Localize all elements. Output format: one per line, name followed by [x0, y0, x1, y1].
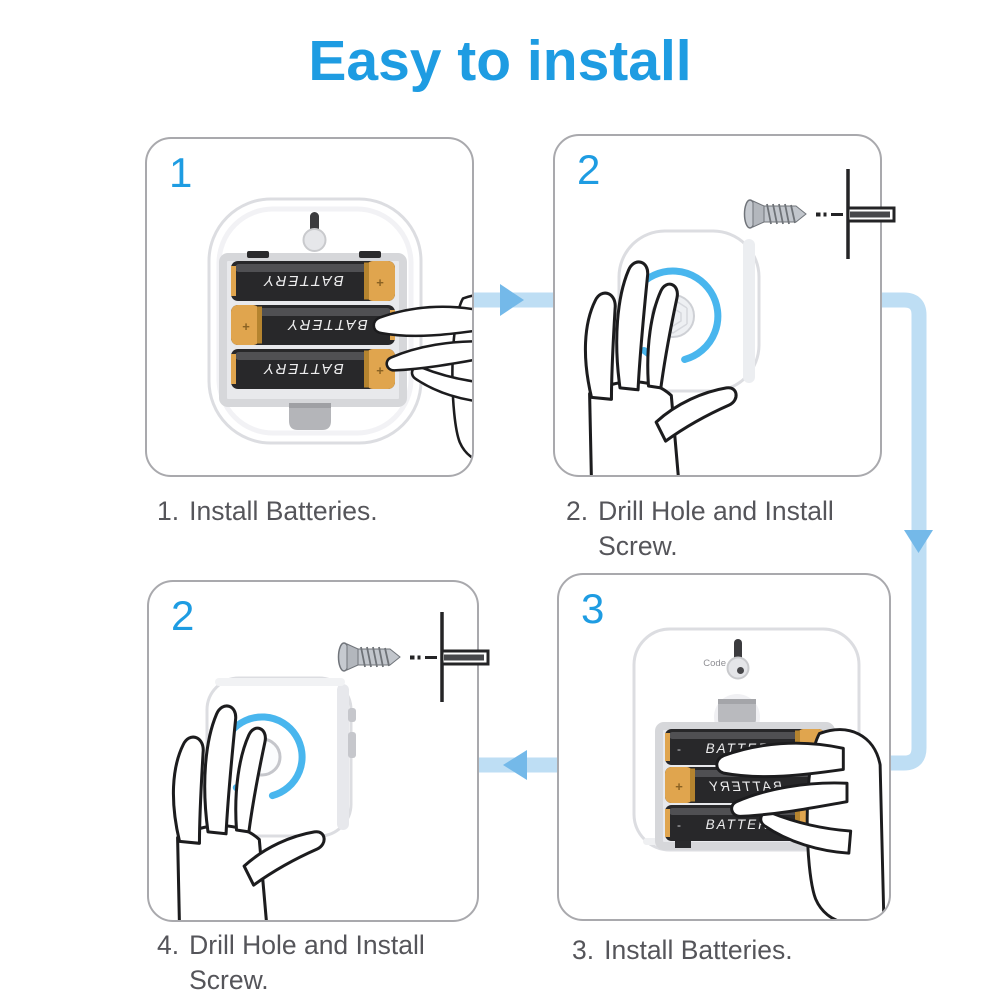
latch-tab — [289, 403, 331, 430]
step1-panel: + BATTERY + BATTERY — [145, 137, 474, 477]
compartment-clip — [359, 251, 381, 258]
caption-line: Install Batteries. — [189, 496, 378, 526]
svg-text:BATTERY: BATTERY — [262, 360, 344, 377]
compartment-clip — [247, 251, 269, 258]
hand-icon — [171, 704, 326, 920]
step3-panel: Code + - BATTERY — [557, 573, 891, 921]
code-label: Code — [703, 658, 726, 669]
caption-line: Install Batteries. — [604, 935, 793, 965]
step1-number-badge: 1 — [169, 149, 193, 196]
arrow-down-icon — [904, 530, 933, 553]
caption-number: 1. — [157, 496, 180, 526]
step4-panel: 2 — [147, 580, 479, 922]
svg-text:-: - — [677, 742, 681, 756]
caption-number: 2. — [566, 496, 589, 526]
svg-text:BATTERY: BATTERY — [286, 316, 368, 333]
step4-number-badge: 2 — [171, 592, 195, 639]
svg-text:BATTERY: BATTERY — [262, 272, 344, 289]
keyhole-icon — [302, 212, 327, 252]
caption-number: 3. — [572, 935, 595, 965]
latch-tab — [718, 699, 756, 726]
arrow-right-icon — [500, 284, 524, 316]
step2-panel: 2 — [553, 134, 882, 477]
step2-number-badge: 2 — [577, 146, 601, 193]
step2-caption: 2. Drill Hole and Install Screw. — [566, 494, 834, 564]
latch-tab-edge — [718, 699, 756, 704]
hand-icon — [715, 728, 886, 919]
battery: + BATTERY — [231, 349, 395, 389]
step4-illustration — [149, 582, 477, 920]
page-title: Easy to install — [308, 29, 692, 93]
step1-caption: 1. Install Batteries. — [157, 494, 378, 529]
led-ring — [635, 267, 722, 363]
hand-icon — [583, 260, 738, 475]
svg-text:+: + — [376, 363, 384, 378]
battery: + BATTERY — [231, 305, 395, 345]
caption-line: Drill Hole and Install — [598, 496, 834, 526]
side-button — [348, 708, 356, 722]
svg-text:BATTERY: BATTERY — [708, 779, 783, 794]
svg-text:+: + — [242, 319, 250, 334]
svg-text:+: + — [376, 275, 384, 290]
step3-number-badge: 3 — [581, 585, 605, 632]
battery: + BATTERY — [231, 261, 395, 301]
night-light-back: + BATTERY + BATTERY — [207, 197, 423, 445]
step4-caption: 4. Drill Hole and Install Screw. — [157, 928, 425, 998]
arrow-left-icon — [503, 750, 527, 780]
step3-caption: 3. Install Batteries. — [572, 933, 793, 968]
caption-line: Screw. — [189, 964, 269, 995]
step2-illustration — [555, 136, 880, 475]
side-button — [348, 732, 356, 758]
step1-illustration: + BATTERY + BATTERY — [147, 139, 472, 475]
svg-text:+: + — [675, 779, 683, 794]
caption-number: 4. — [157, 930, 180, 960]
svg-text:-: - — [677, 818, 681, 832]
step3-illustration: Code + - BATTERY — [559, 575, 889, 919]
compartment-clip — [675, 841, 691, 848]
latch-tab-edge — [289, 403, 331, 408]
led-ring — [227, 713, 306, 800]
caption-line: Screw. — [598, 530, 678, 561]
caption-line: Drill Hole and Install — [189, 930, 425, 960]
hand-icon — [372, 294, 472, 459]
keyhole-icon — [726, 639, 750, 680]
